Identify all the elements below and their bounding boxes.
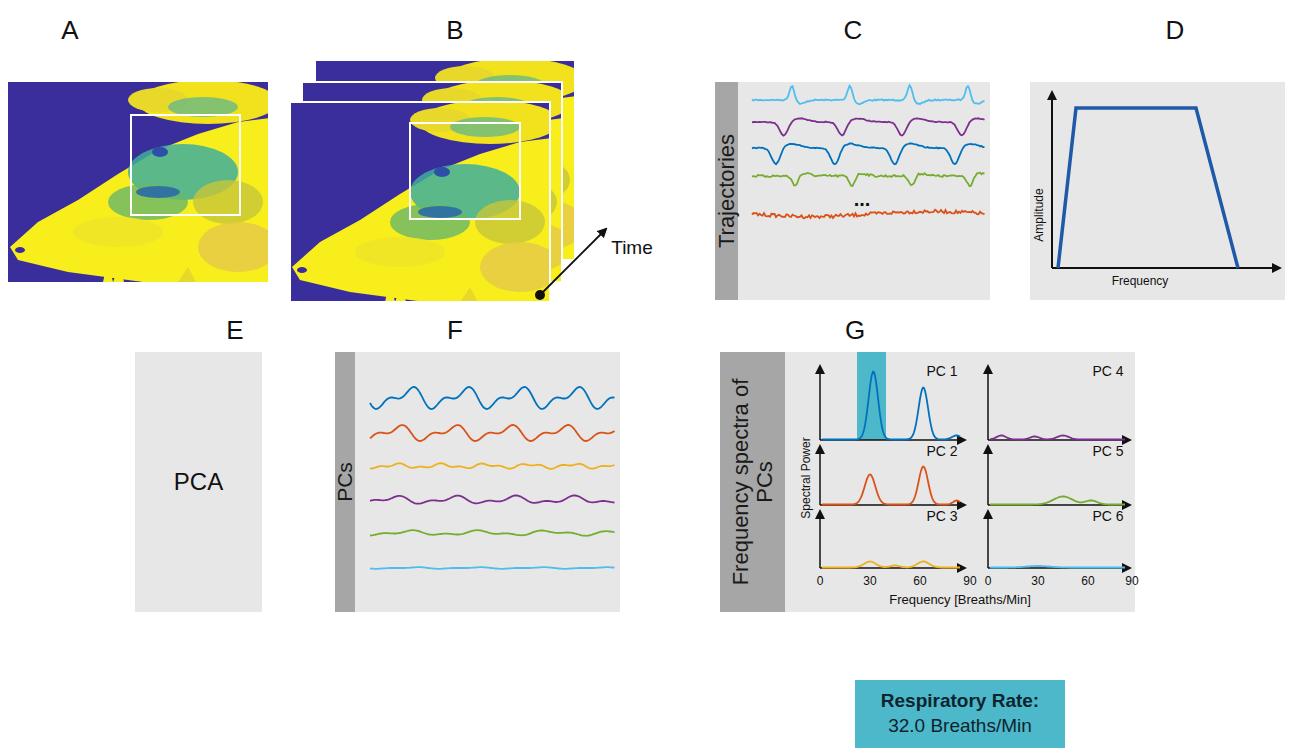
panel-letter: F	[447, 316, 463, 345]
plot-title: PC 4	[1092, 364, 1123, 379]
panel-letter: C	[844, 16, 863, 45]
pc-traces	[370, 387, 615, 569]
tick-label: 90	[1125, 575, 1138, 588]
plot-title: PC 3	[926, 509, 957, 524]
tick-label: 0	[817, 575, 824, 588]
result-box: Respiratory Rate:32.0 Breaths/Min	[855, 680, 1065, 748]
trajectory-traces	[752, 85, 985, 218]
node-heading: Respiratory Rate:	[881, 689, 1039, 714]
filter-response-plot	[1052, 92, 1280, 268]
side-band: Frequency spectra of PCs	[720, 352, 785, 612]
axis-label: Amplitude	[1033, 188, 1046, 241]
tick-label: 90	[963, 575, 976, 588]
node-value: 32.0 Breaths/Min	[888, 714, 1032, 739]
panel-letter: D	[1166, 16, 1185, 45]
plot-title: PC 2	[926, 444, 957, 459]
plot-title: PC 1	[926, 364, 957, 379]
panel-background	[720, 352, 1135, 612]
axis-label: Spectral Power	[800, 437, 813, 518]
band-label: PCs	[333, 367, 356, 597]
plot-title: PC 6	[1092, 509, 1123, 524]
side-band: Trajectories	[715, 82, 738, 300]
thermal-frame-stack	[290, 58, 585, 304]
tick-label: 60	[913, 575, 926, 588]
tick-label: 30	[863, 575, 876, 588]
panel-letter: G	[845, 316, 865, 345]
tick-label: 60	[1081, 575, 1094, 588]
panel-background	[335, 352, 620, 612]
panel-background	[135, 352, 262, 612]
panel-background	[1030, 82, 1285, 300]
thermal-image	[8, 80, 278, 284]
panel-background	[715, 82, 990, 300]
ellipsis-mark: ...	[854, 188, 871, 210]
panel-letter: E	[226, 316, 243, 345]
panel-letter: B	[446, 16, 463, 45]
tick-label: 0	[985, 575, 992, 588]
tick-label: 30	[1031, 575, 1044, 588]
spectrum-axes	[820, 366, 1130, 568]
process-box: PCA	[135, 352, 262, 612]
axis-label: Frequency [Breaths/Min]	[889, 593, 1031, 607]
axis-label: Time	[611, 238, 653, 259]
panel-letter: A	[61, 16, 78, 45]
plot-title: PC 5	[1092, 444, 1123, 459]
node-heading: PCA	[174, 466, 223, 497]
time-axis-arrow	[535, 229, 606, 300]
spectrum-curves	[822, 372, 1125, 568]
side-band: PCs	[335, 352, 355, 612]
band-label: Trajectories	[714, 92, 738, 290]
axis-label: Frequency	[1112, 275, 1169, 288]
band-label: Frequency spectra of PCs	[728, 367, 776, 597]
